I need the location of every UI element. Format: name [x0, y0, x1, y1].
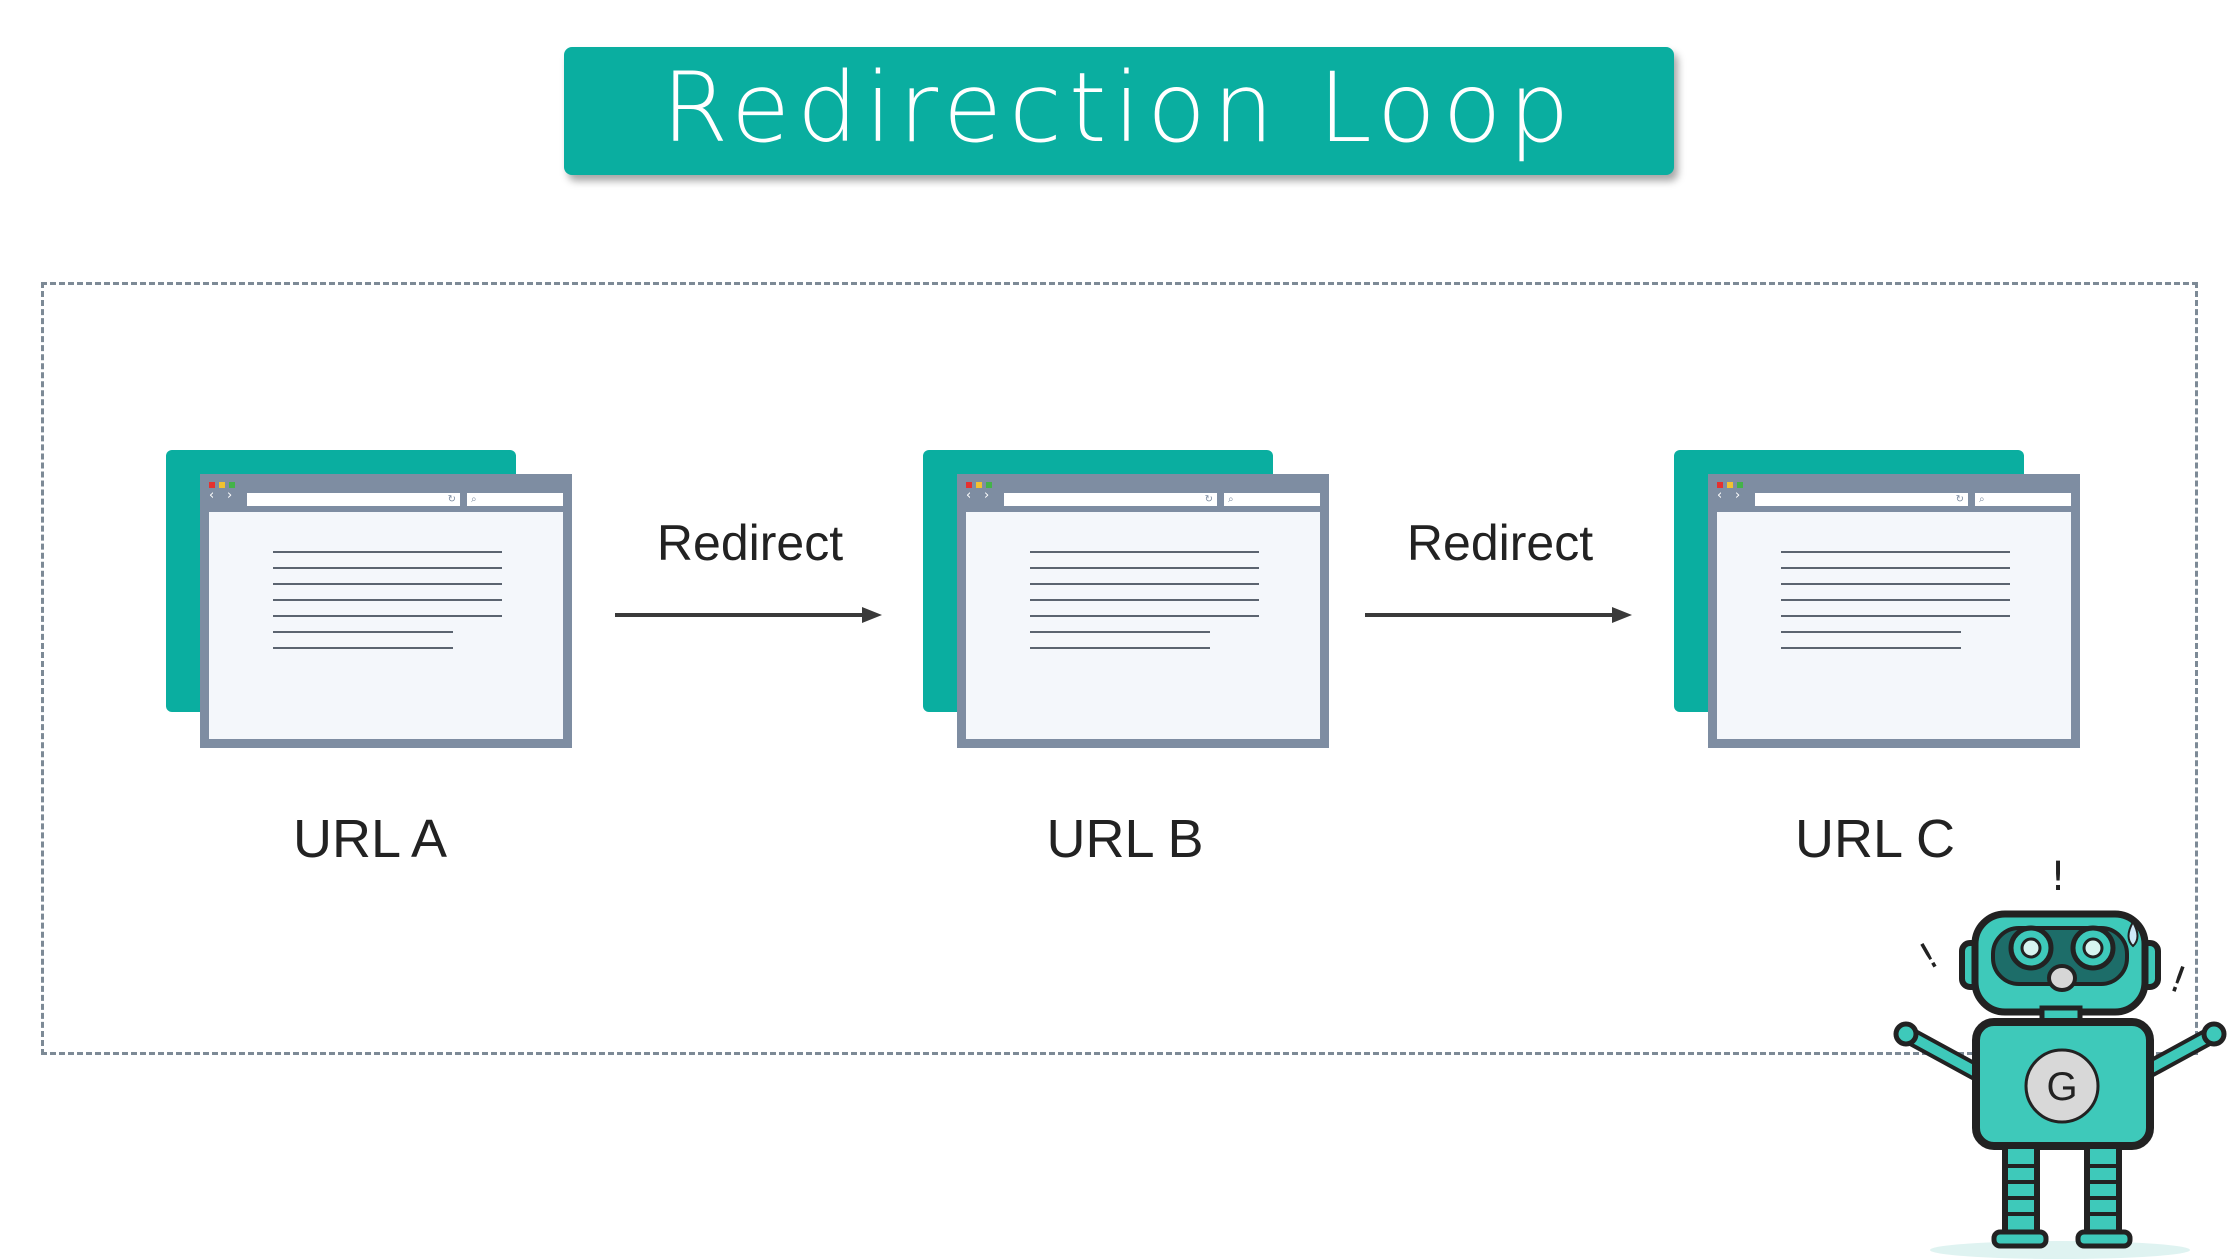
- text-line: [1781, 551, 2010, 553]
- confused-robot-icon: ! ! ! G: [1893, 854, 2227, 1259]
- search-bar: ⌕: [467, 493, 563, 506]
- browser-window-url-b: ‹ › ↻ ⌕: [923, 450, 1333, 752]
- close-dot-icon: [209, 482, 215, 488]
- text-line: [273, 567, 502, 569]
- minimize-dot-icon: [976, 482, 982, 488]
- text-line: [1781, 599, 2010, 601]
- redirect-arrow-a-to-b: [615, 607, 882, 623]
- robot-left-leg: [2002, 1143, 2040, 1241]
- diagram-title: Redirection Loop: [661, 52, 1577, 164]
- text-line: [1030, 631, 1210, 633]
- search-bar: ⌕: [1224, 493, 1320, 506]
- redirect-label-b-to-c: Redirect: [1406, 515, 1594, 571]
- robot-right-pupil: [2082, 937, 2104, 959]
- reload-icon: ↻: [447, 494, 456, 505]
- text-line: [1030, 567, 1259, 569]
- robot-mouth: [2047, 964, 2077, 992]
- browser-toolbar: ‹ › ↻ ⌕: [957, 474, 1329, 512]
- text-line: [273, 647, 453, 649]
- browser-front-panel: [957, 474, 1329, 748]
- close-dot-icon: [966, 482, 972, 488]
- address-bar: ↻: [1004, 493, 1217, 506]
- loop-boundary: [41, 282, 2198, 1055]
- robot-badge: [2024, 1048, 2100, 1124]
- forward-arrow-icon: ›: [1735, 488, 1741, 503]
- forward-arrow-icon: ›: [227, 488, 233, 503]
- redirect-arrow-b-to-c: [1365, 607, 1632, 623]
- text-line: [273, 615, 502, 617]
- text-line: [1030, 599, 1259, 601]
- reload-icon: ↻: [1204, 494, 1213, 505]
- text-line: [1030, 583, 1259, 585]
- browser-toolbar: ‹ › ↻ ⌕: [200, 474, 572, 512]
- back-arrow-icon: ‹: [966, 488, 972, 503]
- robot-right-arm: [2139, 1031, 2215, 1077]
- robot-left-pupil: [2020, 937, 2042, 959]
- robot-left-foot: [1991, 1229, 2049, 1249]
- exclamation-left: !: [1913, 935, 1946, 978]
- text-line: [273, 583, 502, 585]
- forward-arrow-icon: ›: [984, 488, 990, 503]
- page-content-lines: [1030, 551, 1259, 663]
- robot-right-hand: [2201, 1021, 2227, 1047]
- search-icon: ⌕: [1228, 494, 1234, 505]
- maximize-dot-icon: [1737, 482, 1743, 488]
- maximize-dot-icon: [229, 482, 235, 488]
- robot-right-leg: [2084, 1143, 2122, 1241]
- robot-left-arm: [1905, 1031, 1981, 1077]
- url-label-c: URL C: [1794, 809, 1956, 869]
- redirect-label-a-to-b: Redirect: [656, 515, 844, 571]
- sweat-drop-icon: [2127, 919, 2139, 948]
- url-label-b: URL B: [1046, 809, 1204, 869]
- search-icon: ⌕: [471, 494, 477, 505]
- browser-window-url-a: ‹ › ↻ ⌕: [166, 450, 576, 752]
- text-line: [1030, 551, 1259, 553]
- close-dot-icon: [1717, 482, 1723, 488]
- text-line: [1030, 647, 1210, 649]
- page-content-lines: [273, 551, 502, 663]
- robot-left-hand: [1893, 1021, 1919, 1047]
- exclamation-top: !: [2050, 854, 2066, 900]
- back-arrow-icon: ‹: [209, 488, 215, 503]
- text-line: [1781, 583, 2010, 585]
- text-line: [273, 631, 453, 633]
- title-banner: Redirection Loop: [564, 47, 1674, 175]
- address-bar: ↻: [1755, 493, 1968, 506]
- reload-icon: ↻: [1955, 494, 1964, 505]
- maximize-dot-icon: [986, 482, 992, 488]
- browser-toolbar: ‹ › ↻ ⌕: [1708, 474, 2080, 512]
- robot-shadow: [1930, 1241, 2190, 1259]
- minimize-dot-icon: [219, 482, 225, 488]
- text-line: [1781, 631, 1961, 633]
- search-icon: ⌕: [1979, 494, 1985, 505]
- page-content-lines: [1781, 551, 2010, 663]
- robot-right-foot: [2075, 1229, 2133, 1249]
- robot-badge-letter: G: [2046, 1065, 2077, 1109]
- text-line: [1030, 615, 1259, 617]
- text-line: [1781, 567, 2010, 569]
- text-line: [273, 551, 502, 553]
- browser-window-url-c: ‹ › ↻ ⌕: [1674, 450, 2084, 752]
- text-line: [273, 599, 502, 601]
- address-bar: ↻: [247, 493, 460, 506]
- text-line: [1781, 615, 2010, 617]
- back-arrow-icon: ‹: [1717, 488, 1723, 503]
- text-line: [1781, 647, 1961, 649]
- search-bar: ⌕: [1975, 493, 2071, 506]
- url-label-a: URL A: [292, 809, 448, 869]
- robot-leg-stripes: [2005, 1164, 2119, 1216]
- exclamation-right: !: [2164, 959, 2192, 1002]
- minimize-dot-icon: [1727, 482, 1733, 488]
